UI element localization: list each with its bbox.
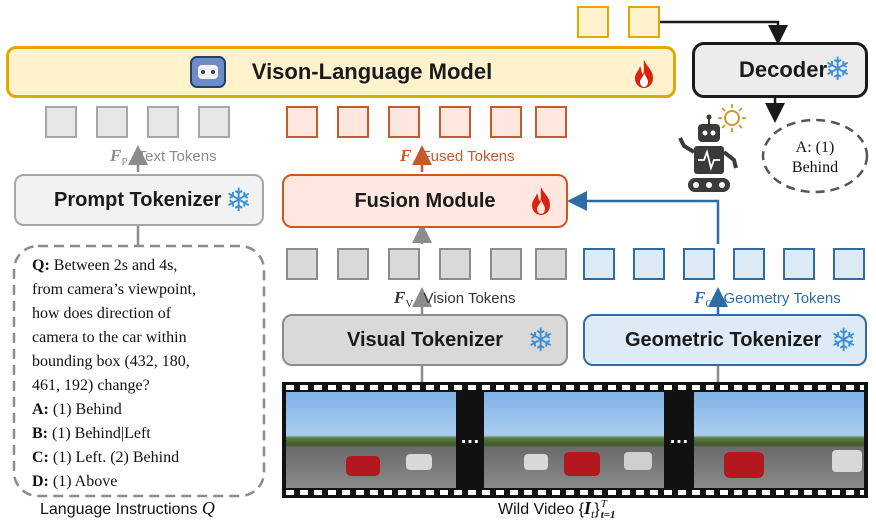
fused-token <box>535 106 567 138</box>
geometric-tokenizer-title: Geometric Tokenizer <box>625 328 822 351</box>
snowflake-icon: ❄ <box>225 182 252 218</box>
text-token <box>198 106 230 138</box>
snowflake-icon: ❄ <box>824 51 851 87</box>
geometry-token <box>733 248 765 280</box>
text-token <box>45 106 77 138</box>
language-instructions-caption: Language Instructions Q <box>40 498 215 518</box>
robot-icon <box>678 104 746 192</box>
text-tokens-label: Text Tokens <box>137 148 217 165</box>
vlm-title: Vison-Language Model <box>251 59 493 84</box>
option-c: C: (1) Left. (2) Behind <box>32 449 180 466</box>
fused-token <box>388 106 420 138</box>
vision-token <box>388 248 420 280</box>
vision-tokens-label-group: FV Vision Tokens <box>394 288 515 310</box>
vision-token <box>337 248 369 280</box>
text-token <box>147 106 179 138</box>
fused-token <box>490 106 522 138</box>
fused-tokens-label: Fused Tokens <box>421 148 515 165</box>
question-line: from camera’s viewpoint, <box>32 281 196 298</box>
fv-sub: V <box>405 298 414 310</box>
decoder-title: Decoder <box>739 57 828 82</box>
question-line: 461, 192) change? <box>32 377 150 394</box>
snowflake-icon: ❄ <box>527 322 554 358</box>
fusion-module-box: Fusion Module <box>282 174 568 228</box>
sprocket-row-top <box>286 385 864 390</box>
arrow-geometry-to-fusion <box>567 191 720 244</box>
fg-symbol: F <box>694 288 706 307</box>
video-frame <box>484 392 664 488</box>
geometry-token <box>783 248 815 280</box>
option-a: A: (1) Behind <box>32 401 122 418</box>
geometry-tokens-label: Geometry Tokens <box>723 290 841 307</box>
text-token <box>96 106 128 138</box>
video-frame <box>694 392 864 488</box>
sprocket-row-bottom <box>286 490 864 495</box>
vision-token <box>535 248 567 280</box>
vision-token <box>439 248 471 280</box>
visual-tokenizer-title: Visual Tokenizer <box>347 328 503 351</box>
fv-symbol: F <box>394 288 406 307</box>
option-b: B: (1) Behind|Left <box>32 425 151 442</box>
fp-symbol: F <box>110 146 122 165</box>
fused-tokens-label-group: F Fused Tokens <box>400 146 515 166</box>
f-fused-symbol: F <box>400 146 412 165</box>
visual-tokenizer-box: Visual Tokenizer ❄ <box>282 314 568 366</box>
geometry-token <box>683 248 715 280</box>
q-label: Q: <box>32 257 50 274</box>
text-tokens-label-group: FP Text Tokens <box>110 146 217 168</box>
prompt-tokenizer-box: Prompt Tokenizer ❄ <box>14 174 264 226</box>
geometry-token <box>583 248 615 280</box>
vision-token <box>286 248 318 280</box>
vlm-box: Vison-Language Model <box>6 46 676 98</box>
snowflake-icon: ❄ <box>830 322 857 358</box>
arrow-tokens-to-decoder <box>660 20 788 45</box>
fused-token <box>439 106 471 138</box>
output-token <box>577 6 609 38</box>
answer-line-1: A: (1) <box>795 139 835 156</box>
question-line: bounding box (432, 180, <box>32 353 190 370</box>
ellipsis-2: … <box>669 426 689 448</box>
fusion-module-title: Fusion Module <box>354 189 496 212</box>
output-token <box>628 6 660 38</box>
fused-token <box>337 106 369 138</box>
answer-bubble-text: A: (1) Behind <box>763 138 867 178</box>
answer-bubble-shape <box>761 118 869 194</box>
question-line: how does direction of <box>32 305 172 322</box>
answer-line-2: Behind <box>791 159 839 176</box>
fused-token <box>286 106 318 138</box>
prompt-tokenizer-title: Prompt Tokenizer <box>54 188 222 211</box>
question-line: camera to the car within <box>32 329 187 346</box>
geometric-tokenizer-box: Geometric Tokenizer ❄ <box>583 314 867 366</box>
fg-sub: G <box>705 298 714 310</box>
vision-tokens-label: Vision Tokens <box>423 290 516 307</box>
question-box <box>12 244 266 498</box>
question-text: Q: Between 2s and 4s, from camera’s view… <box>32 254 260 494</box>
fire-icon <box>530 186 552 222</box>
vision-token <box>490 248 522 280</box>
option-d: D: (1) Above <box>32 473 118 490</box>
question-line: Between 2s and 4s, <box>53 257 178 274</box>
geometry-token <box>633 248 665 280</box>
vlm-robot-icon <box>189 56 226 88</box>
geometry-token <box>833 248 865 280</box>
fire-icon <box>633 59 655 95</box>
decoder-box: Decoder ❄ <box>692 42 868 98</box>
ellipsis-1: … <box>460 426 480 448</box>
geometry-tokens-label-group: FG Geometry Tokens <box>694 288 841 310</box>
video-frame <box>286 392 456 488</box>
fp-sub: P <box>121 156 128 168</box>
